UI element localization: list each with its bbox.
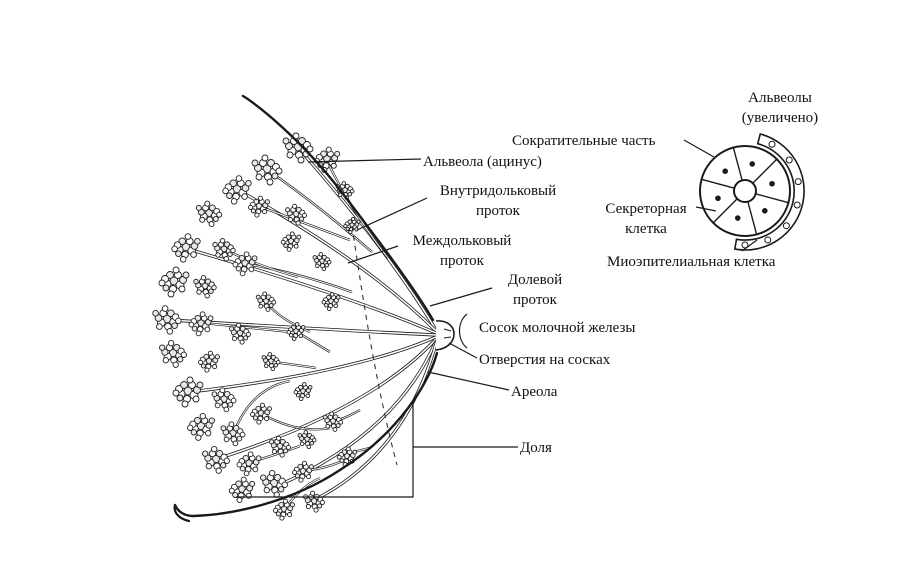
label-intralobular-duct: Внутридольковый проток [439,183,557,219]
leader-secretory [695,206,717,212]
nipple-openings-marks [443,328,452,339]
inset-lumen-circle [733,179,757,203]
inset-title: Альвеолы (увеличено) [741,90,819,126]
lobe-bracket [236,402,414,498]
label-lobe: Доля [520,440,552,456]
label-alveola: Альвеола (ацинус) [423,154,542,170]
leader-contractile [683,139,715,158]
label-contractile-part: Сократительные часть [512,133,656,149]
label-nipple: Сосок молочной железы [479,320,636,336]
inset-myoepithelial-crescent [733,133,805,251]
leader-intralobular [356,197,428,231]
breast-outline-lower [173,351,439,518]
label-interlobular-duct: Междольковый проток [412,233,512,269]
inset-cell-dots [715,161,775,221]
leader-areola [427,371,510,391]
leader-interlobular [347,245,399,264]
breast-outline-tail [173,503,191,523]
label-secretory-cell: Секреторная клетка [605,201,687,237]
alveoli-clusters [152,132,361,521]
label-lobar-duct: Долевой проток [507,272,563,308]
nipple-bracket [458,313,468,349]
alveoli-inset-drawing [683,133,805,252]
leader-myoepithelial [741,239,758,252]
crescent-cell-dots [741,140,802,249]
leader-alveola [307,158,422,163]
leader-lobar [429,287,493,307]
leader-openings [448,342,478,359]
nipple-shape [435,320,455,351]
label-areola: Ареола [511,384,558,400]
areola-dashed-line [351,225,398,466]
breast-outline-upper [241,94,435,322]
label-myoepithelial-cell: Миоэпителиальная клетка [607,254,776,270]
inset-wedge-lines [701,147,789,235]
label-nipple-openings: Отверстия на сосках [479,352,611,368]
